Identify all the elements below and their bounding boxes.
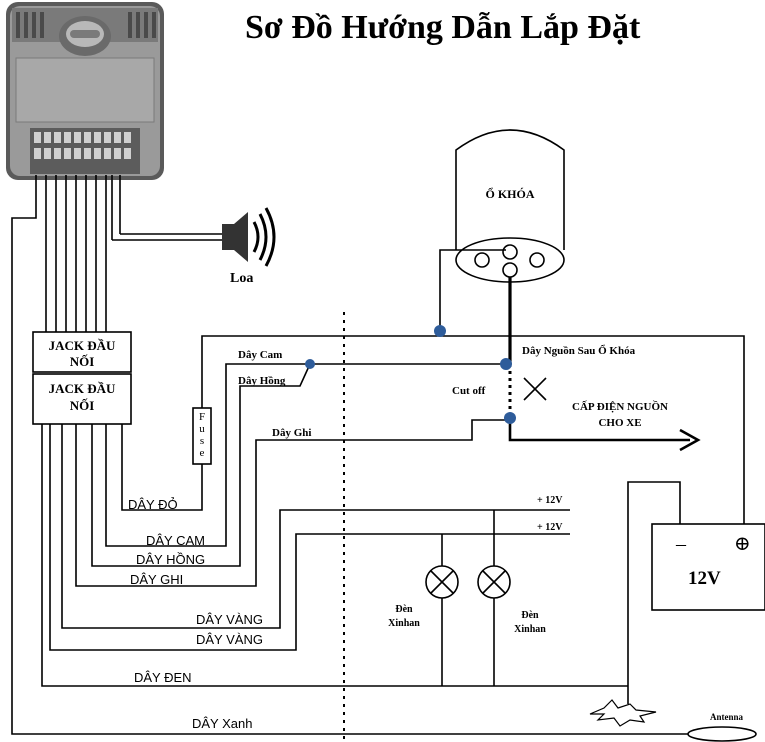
junctions	[305, 325, 516, 424]
fuse-label-s: s	[200, 435, 204, 447]
label-wire-red: DÂY ĐỎ	[128, 497, 178, 512]
label-plus12v-1: + 12V	[537, 495, 563, 506]
connector-upper	[32, 331, 132, 373]
alarm-control-unit	[6, 2, 164, 180]
label-wire-grey: DÂY GHI	[130, 572, 183, 587]
fuse-power-line	[201, 335, 745, 528]
label-wire-pink-top: Dây Hồng	[238, 375, 286, 387]
lamp-right-icon	[477, 565, 511, 599]
speaker-icon	[222, 207, 276, 267]
connector-lower	[32, 373, 132, 425]
fuse-label-u: u	[199, 423, 205, 435]
ignition-lock	[455, 129, 565, 283]
fuse-label-e: e	[200, 447, 205, 459]
label-wire-grey-top: Dây Ghi	[272, 427, 311, 439]
label-lamp-right-2: Xinhan	[514, 624, 546, 635]
speaker-label: Loa	[230, 271, 253, 286]
wire-blue	[11, 175, 690, 735]
ground-icon	[589, 699, 657, 727]
label-wire-blue: DÂY Xanh	[192, 716, 252, 731]
fuse-label-f: F	[199, 411, 205, 423]
label-wire-orange: DÂY CAM	[146, 533, 205, 548]
page-title: Sơ Đồ Hướng Dẫn Lắp Đặt	[245, 9, 641, 46]
label-power-supply-1: CẤP ĐIỆN NGUỒN	[572, 400, 668, 413]
label-lamp-left-1: Đèn	[395, 604, 413, 615]
label-power-after-lock: Dây Nguồn Sau Ổ Khóa	[522, 344, 636, 357]
battery-plus: ⊕	[734, 533, 751, 555]
battery-minus-wire	[627, 481, 681, 686]
label-plus12v-2: + 12V	[537, 522, 563, 533]
antenna-label: Antenna	[710, 712, 744, 722]
output-wires	[41, 363, 628, 687]
label-power-supply-2: CHO XE	[598, 417, 641, 429]
battery-label: 12V	[688, 568, 721, 589]
connector-lower-line1: JACK ĐẦU	[49, 381, 116, 396]
label-wire-orange-top: Dây Cam	[238, 349, 282, 361]
connector-upper-line2: NỐI	[70, 354, 95, 369]
connector-lower-line2: NỐI	[70, 398, 95, 413]
power-arrow-icon	[679, 428, 701, 452]
antenna-icon	[687, 726, 757, 742]
label-cut-off: Cut off	[452, 385, 486, 397]
wire-bundle	[45, 175, 222, 332]
power-supply-wire	[508, 420, 690, 442]
label-wire-yellow-1: DÂY VÀNG	[196, 612, 263, 627]
label-wire-black: DÂY ĐEN	[134, 670, 192, 685]
fuse	[192, 407, 212, 465]
lamp-wiring	[441, 510, 495, 686]
label-lamp-right-1: Đèn	[521, 610, 539, 621]
label-wire-pink: DÂY HỒNG	[136, 552, 205, 567]
lamp-left-icon	[425, 565, 459, 599]
label-wire-yellow-2: DÂY VÀNG	[196, 632, 263, 647]
battery-minus: –	[675, 533, 687, 555]
label-lamp-left-2: Xinhan	[388, 618, 420, 629]
ignition-lock-label: Ổ KHÓA	[485, 186, 534, 201]
connector-upper-line1: JACK ĐẦU	[49, 338, 116, 353]
lock-wire-left	[439, 249, 506, 336]
battery	[651, 523, 765, 611]
